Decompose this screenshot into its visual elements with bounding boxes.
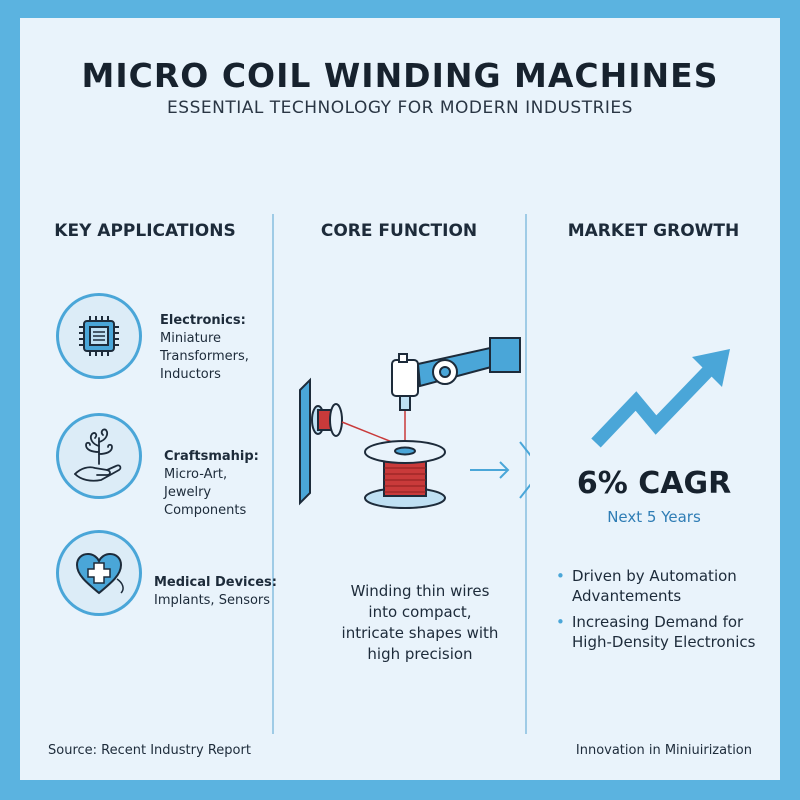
core-line: Winding thin wires	[350, 582, 490, 600]
medical-heart-icon	[75, 552, 124, 595]
electronics-line: Miniature	[160, 331, 222, 346]
craftsmanship-line: Jewelry	[164, 485, 212, 500]
core-function-heading: CORE FUNCTION	[320, 221, 478, 241]
list-item: Increasing Demand for High-Density Elect…	[556, 612, 781, 652]
electronics-title: Electronics:	[160, 313, 246, 328]
electronics-text: Electronics: Miniature Transformers, Ind…	[160, 312, 249, 384]
craftsmanship-title: Craftsmahip:	[164, 449, 259, 464]
craftsmanship-text: Craftsmahip: Micro-Art, Jewelry Componen…	[164, 448, 259, 520]
key-applications-heading: KEY APPLICATIONS	[54, 221, 236, 241]
core-line: into compact,	[368, 603, 472, 621]
list-item: Driven by Automation Advantements	[556, 566, 781, 606]
craftsmanship-icon-circle	[56, 413, 142, 499]
electronics-line: Transformers,	[160, 349, 249, 364]
medical-text: Medical Devices: Implants, Sensors	[154, 574, 277, 610]
source-note: Source: Recent Industry Report	[48, 743, 251, 758]
medical-title: Medical Devices:	[154, 575, 277, 590]
hand-art-icon	[74, 428, 122, 482]
craftsmanship-line: Micro-Art,	[164, 467, 228, 482]
column-divider	[272, 214, 274, 734]
column-divider	[525, 214, 527, 734]
chip-icon	[79, 316, 119, 356]
page-title: MICRO COIL WINDING MACHINES	[81, 56, 719, 95]
market-growth-heading: MARKET GROWTH	[567, 221, 740, 241]
page-subtitle: ESSENTIAL TECHNOLOGY FOR MODERN INDUSTRI…	[167, 98, 633, 118]
market-drivers-list: Driven by Automation Advantements Increa…	[556, 566, 781, 658]
coil-winding-machine-illustration	[299, 337, 530, 509]
cagr-period: Next 5 Years	[607, 508, 701, 526]
core-function-description: Winding thin wires into compact, intrica…	[300, 581, 540, 665]
footer-tagline: Innovation in Miniuirization	[575, 743, 752, 758]
growth-arrow-icon	[591, 349, 730, 448]
electronics-line: Inductors	[160, 367, 221, 382]
electronics-icon-circle	[56, 293, 142, 379]
medical-line: Implants, Sensors	[154, 593, 271, 608]
core-line: high precision	[367, 645, 473, 663]
craftsmanship-line: Components	[164, 503, 247, 518]
core-line: intricate shapes with	[341, 624, 499, 642]
medical-icon-circle	[56, 530, 142, 616]
cagr-value: 6% CAGR	[576, 466, 732, 501]
infographic-panel: MICRO COIL WINDING MACHINES ESSENTIAL TE…	[20, 18, 780, 780]
